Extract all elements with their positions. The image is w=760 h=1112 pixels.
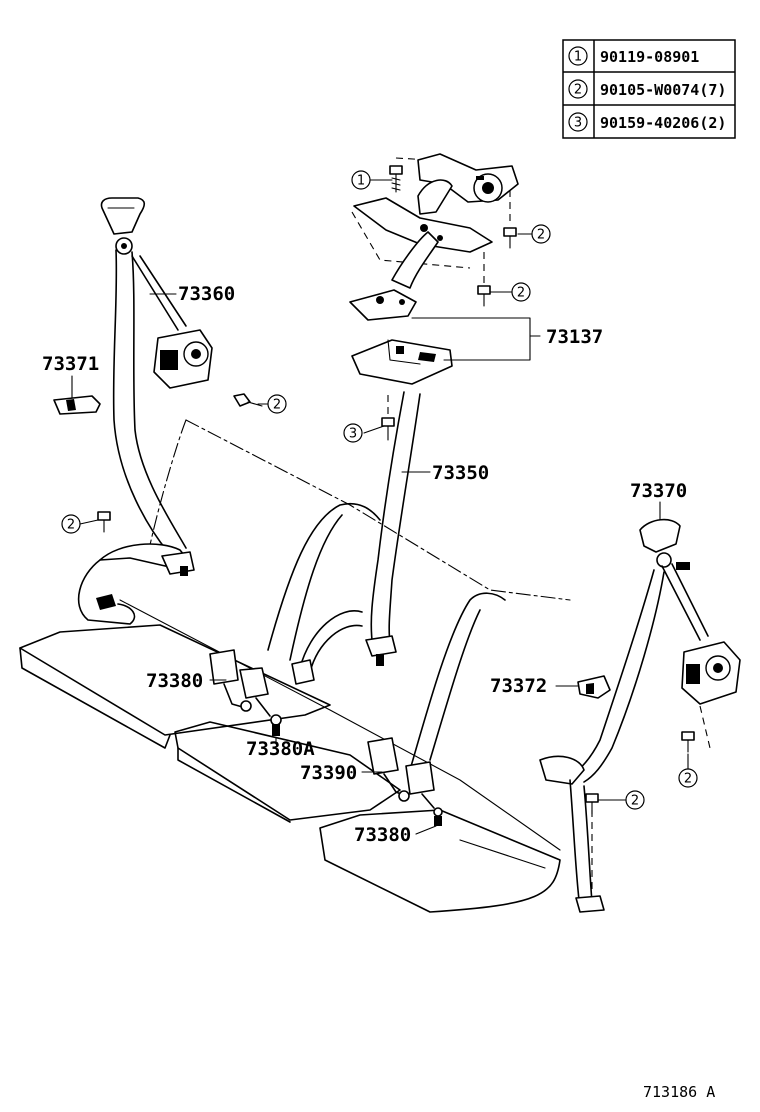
svg-text:2: 2 (273, 398, 281, 413)
marker-2-mid: 2 (511, 282, 531, 302)
callout-73360: 73360 (178, 283, 235, 305)
belt-guide-clip-73372 (577, 675, 611, 699)
legend-index-3: 3 (574, 116, 582, 131)
legend-index-1: 1 (574, 50, 582, 65)
svg-text:2: 2 (631, 794, 639, 809)
fastener-markers: 1 2 2 2 3 2 2 2 (61, 170, 698, 810)
legend-index-2: 2 (574, 83, 582, 98)
bolt-2-mid (477, 285, 491, 307)
svg-text:2: 2 (684, 772, 692, 787)
marker-2-right-lower: 2 (625, 790, 645, 810)
bolt-2-left-lower (97, 511, 111, 533)
bolt-2-left-retractor (233, 393, 263, 407)
center-buckle-set-73390 (367, 737, 443, 826)
legend-row-1: 1 90119-08901 (568, 46, 699, 66)
center-retractor-assembly (291, 153, 519, 685)
callout-73390: 73390 (300, 762, 357, 784)
bolt-2-right-lower (585, 793, 599, 815)
callout-73370: 73370 (630, 480, 687, 502)
callout-73372: 73372 (490, 675, 547, 697)
left-outer-belt-assembly (77, 197, 213, 625)
legend-part-2: 90105-W0074(7) (600, 81, 726, 99)
marker-1: 1 (351, 170, 371, 190)
bolt-3 (381, 417, 395, 441)
callout-73380A: 73380A (246, 738, 315, 760)
legend-part-3: 90159-40206(2) (600, 114, 726, 132)
svg-text:1: 1 (357, 174, 365, 189)
left-buckle-set-73380 (209, 649, 282, 736)
legend-row-3: 3 90159-40206(2) (568, 112, 726, 132)
bolt-2-right-retractor (681, 731, 695, 753)
svg-text:2: 2 (67, 518, 75, 533)
marker-2-left-lower: 2 (61, 514, 81, 534)
bolt-2-upper-right (503, 227, 517, 249)
callout-73371: 73371 (42, 353, 99, 375)
marker-2-right-retractor: 2 (678, 768, 698, 788)
svg-text:2: 2 (537, 228, 545, 243)
svg-text:3: 3 (349, 427, 357, 442)
marker-2-upper-right: 2 (531, 224, 551, 244)
callout-73350: 73350 (432, 462, 489, 484)
marker-2-left-retractor: 2 (267, 394, 287, 414)
diagram-code: 713186 A (643, 1083, 715, 1101)
legend-part-1: 90119-08901 (600, 48, 699, 66)
callout-73137: 73137 (546, 326, 603, 348)
marker-3: 3 (343, 423, 363, 443)
right-outer-belt-assembly (539, 518, 741, 913)
bolt-1 (389, 165, 403, 193)
svg-text:2: 2 (517, 286, 525, 301)
part-callouts: 73360 73371 73137 73350 73370 73380 7338… (42, 283, 687, 846)
fastener-legend-table: 1 90119-08901 2 90105-W0074(7) 3 90159-4… (562, 39, 736, 139)
callout-73380-center: 73380 (354, 824, 411, 846)
leader-lines (71, 179, 689, 835)
callout-73380-left: 73380 (146, 670, 203, 692)
belt-guide-clip-73371 (53, 395, 101, 415)
legend-row-2: 2 90105-W0074(7) (568, 79, 726, 99)
